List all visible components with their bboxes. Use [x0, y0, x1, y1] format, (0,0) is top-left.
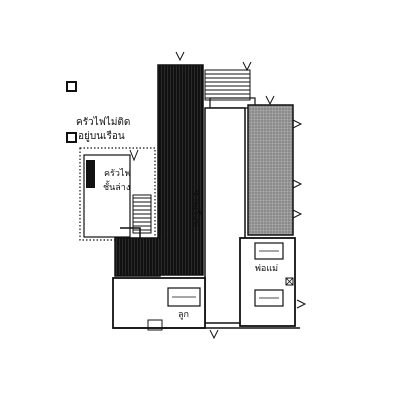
grey-terrace: [247, 95, 303, 236]
room-label-lower-kitchen-2: ชั้นล่าง: [103, 183, 131, 193]
legend-marker-top: [66, 81, 77, 92]
legend-upper-kitchen-line2: อยู่บนเรือน: [78, 131, 125, 142]
room-label-veranda: ชานเรือน: [191, 190, 201, 227]
room-label-lower-kitchen-1: ครัวไฟ: [104, 169, 131, 179]
room-label-child: ลูก: [178, 310, 189, 320]
child-bedroom: [112, 277, 219, 340]
legend-marker-bottom: [66, 132, 77, 143]
parents-bedroom: [239, 237, 307, 327]
outer-walls: [113, 319, 300, 331]
legend-upper-kitchen-line1: ครัวไฟไม่ติด: [76, 117, 131, 128]
kitchen-stair: [120, 194, 152, 240]
room-label-parents: พ่อแม่: [255, 264, 279, 274]
top-entry-stair: [175, 51, 256, 109]
veranda-area: [204, 107, 246, 324]
dark-walkway: [114, 64, 204, 277]
